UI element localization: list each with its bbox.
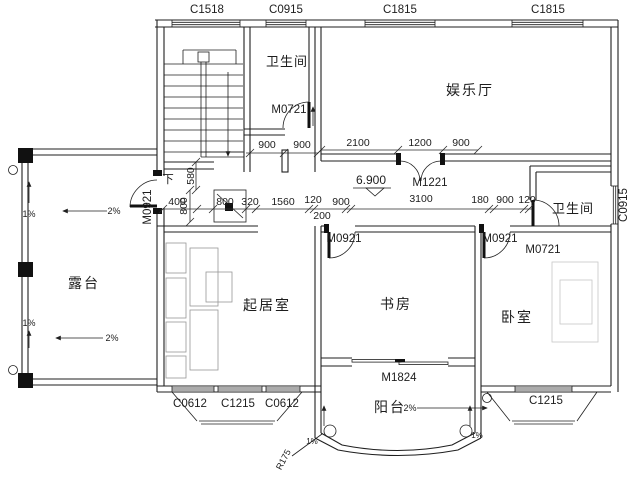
dim-corr-800-v: 800 xyxy=(178,197,190,215)
dim-corr-120-b: 120 xyxy=(518,194,536,206)
door-symbols xyxy=(129,101,560,365)
door-label-m1824: M1824 xyxy=(381,372,417,384)
terrace-walls xyxy=(21,148,157,386)
dim-corr-900-b: 900 xyxy=(496,194,514,206)
balcony-structure xyxy=(291,405,488,457)
room-label-hall: 娱乐厅 xyxy=(446,82,494,98)
room-labels: 卫生间 娱乐厅 露台 起居室 书房 卧室 卫生间 阳台 xyxy=(68,54,594,415)
door-label-m0721-left: M0721 xyxy=(271,104,306,116)
window-label-c0915-top: C0915 xyxy=(269,4,303,16)
door-labels: M0721 M0921 下 M1221 M0921 M0921 M0721 M1… xyxy=(142,104,561,384)
level-label: 6.900 xyxy=(356,173,386,187)
dim-corr-320: 320 xyxy=(241,196,259,208)
window-label-c0612-left: C0612 xyxy=(173,398,207,410)
window-label-c1815-right: C1815 xyxy=(531,4,565,16)
window-label-c0915-right: C0915 xyxy=(618,188,630,222)
balcony-1pct-left: 1% xyxy=(306,437,318,446)
slope-2pct-a: 2% xyxy=(107,206,120,216)
stair-direction-label: 下 xyxy=(162,174,174,186)
dim-bath-900-a: 900 xyxy=(258,139,276,151)
dim-corr-200: 200 xyxy=(313,210,331,222)
dim-corr-1560: 1560 xyxy=(271,196,295,208)
window-labels: C1518 C0915 C1815 C1815 C0915 C0612 C121… xyxy=(173,4,630,410)
interior-walls xyxy=(157,27,611,438)
terrace-columns xyxy=(8,148,33,388)
radius-leader-line xyxy=(291,433,323,457)
window-label-c1815-left: C1815 xyxy=(383,4,417,16)
room-label-bath-left: 卫生间 xyxy=(266,54,308,69)
room-label-terrace: 露台 xyxy=(68,275,100,291)
dim-hall-1200: 1200 xyxy=(408,137,432,149)
stairwell xyxy=(164,49,244,158)
door-label-m0721-right: M0721 xyxy=(525,244,560,256)
room-label-living: 起居室 xyxy=(243,297,291,313)
slope-1pct-a: 1% xyxy=(22,209,35,219)
door-label-m1221: M1221 xyxy=(412,177,447,189)
balcony-1pct-right: 1% xyxy=(471,431,483,440)
furniture-sketch xyxy=(165,242,599,379)
dim-corr-180: 180 xyxy=(471,194,489,206)
door-label-m0921-bedroom: M0921 xyxy=(482,233,517,245)
room-label-balcony: 阳台 xyxy=(374,399,406,415)
window-label-c1215-living: C1215 xyxy=(221,398,255,410)
bay-windows xyxy=(171,391,598,425)
exterior-walls xyxy=(155,19,619,392)
dim-corr-120-a: 120 xyxy=(304,194,322,206)
slope-2pct-b: 2% xyxy=(105,333,118,343)
level-mark xyxy=(353,187,391,197)
room-label-bath-right: 卫生间 xyxy=(552,201,594,216)
balcony-slope-2pct: 2% xyxy=(403,403,416,413)
dim-hall-900: 900 xyxy=(452,137,470,149)
window-label-c1518: C1518 xyxy=(190,4,224,16)
radius-label: R175 xyxy=(274,448,293,472)
shaft-fixture xyxy=(213,189,247,223)
dim-corr-900-a: 900 xyxy=(332,196,350,208)
door-label-m0921-study: M0921 xyxy=(326,233,361,245)
dimension-labels: 900 900 2100 1200 900 400 800 580 800 32… xyxy=(168,137,536,222)
dim-corr-800: 800 xyxy=(216,196,234,208)
door-label-m0921-terrace: M0921 xyxy=(142,189,154,224)
dim-hall-2100: 2100 xyxy=(346,137,370,149)
window-symbols xyxy=(171,20,618,392)
dim-corr-400: 400 xyxy=(168,196,186,208)
room-label-bedroom: 卧室 xyxy=(501,309,533,325)
window-label-c1215-bedroom: C1215 xyxy=(529,395,563,407)
room-label-study: 书房 xyxy=(380,296,412,312)
dim-bath-900-b: 900 xyxy=(293,139,311,151)
terrace-slope-marks xyxy=(26,181,107,348)
dim-corr-3100: 3100 xyxy=(409,193,433,205)
window-label-c0612-right: C0612 xyxy=(265,398,299,410)
dimension-lines xyxy=(158,145,534,227)
dim-corr-580-v: 580 xyxy=(185,167,197,185)
slope-1pct-b: 1% xyxy=(22,318,35,328)
annotation-labels: 6.900 R175 1% 2% 1% 2% 2% 1% 1% xyxy=(22,173,482,471)
